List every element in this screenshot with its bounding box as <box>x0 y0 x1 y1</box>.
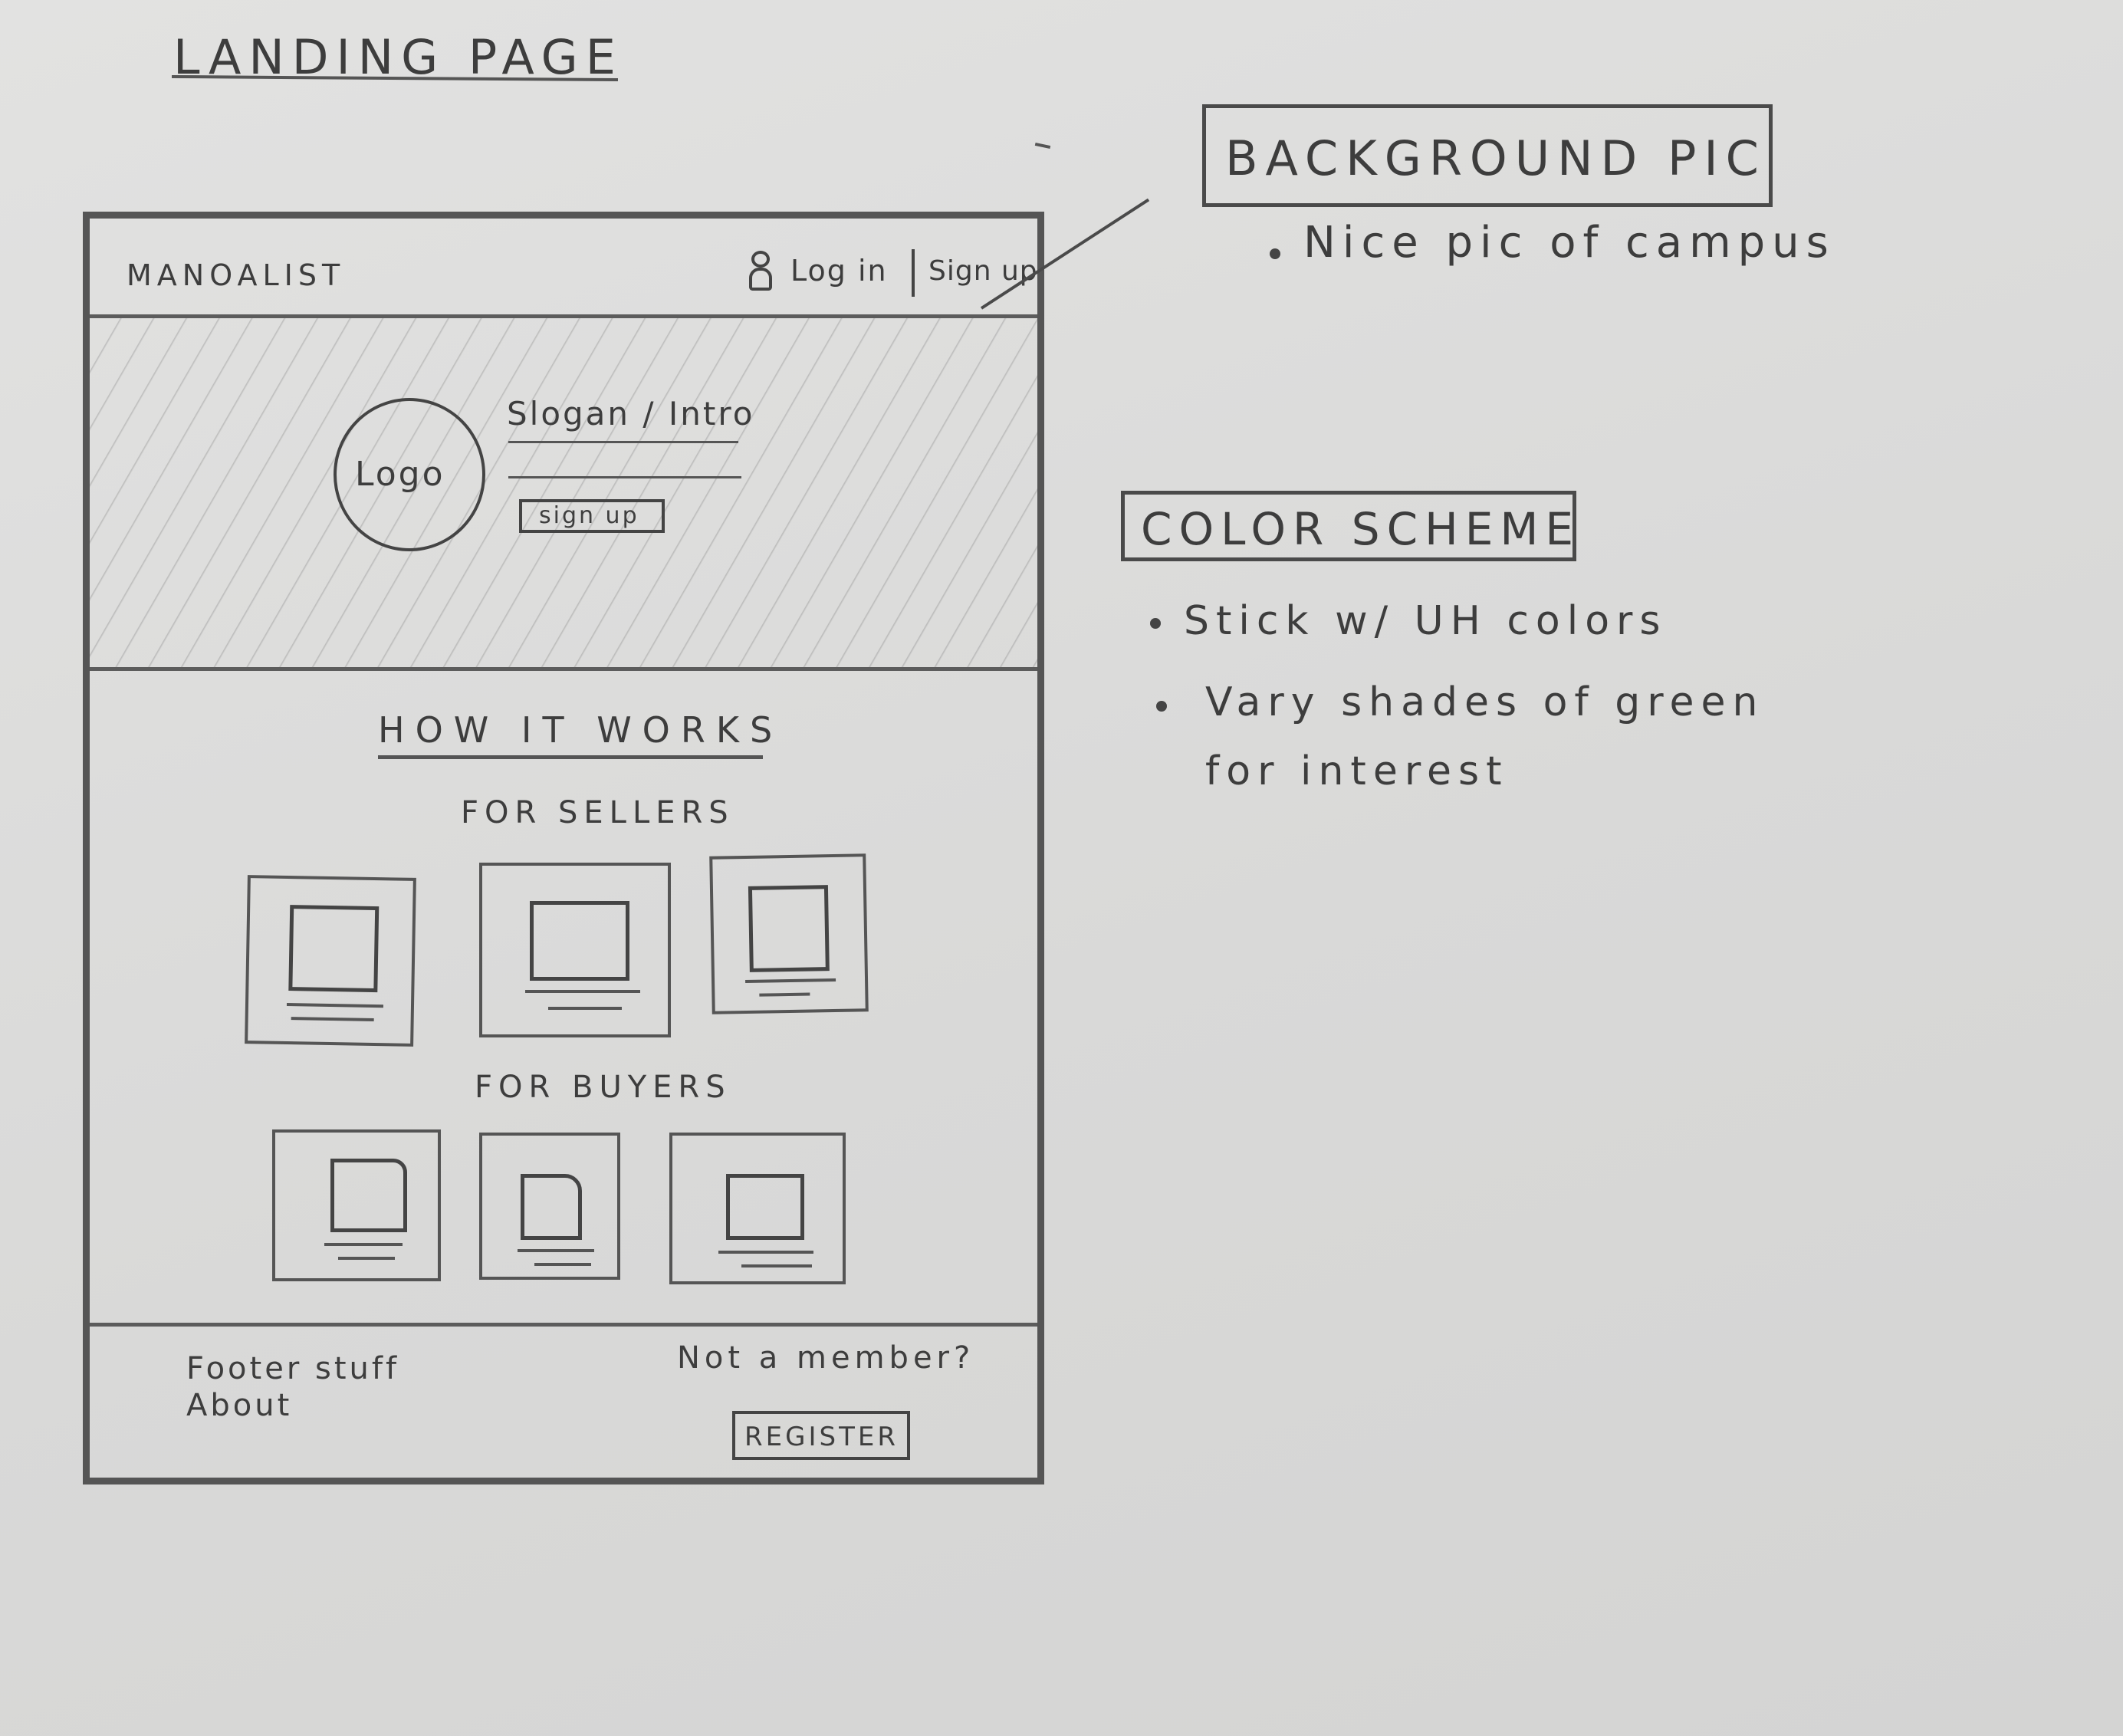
wireframe-navbar: MANOALIST Log in Sign up <box>90 219 1037 318</box>
card-image-placeholder <box>530 901 629 981</box>
seller-step-card <box>245 875 416 1047</box>
how-it-works-underline <box>378 755 763 759</box>
buyer-step-card <box>479 1133 620 1280</box>
user-icon-body <box>749 268 772 291</box>
color-scheme-note-title: COLOR SCHEME <box>1141 503 1581 555</box>
bullet-dot <box>1270 248 1280 259</box>
logo-label: Logo <box>355 455 445 494</box>
brand-name[interactable]: MANOALIST <box>127 258 346 292</box>
card-text-line <box>338 1257 395 1260</box>
buyer-step-card <box>272 1129 441 1281</box>
color-scheme-note-bullet: Vary shades of green <box>1205 679 1765 725</box>
color-scheme-note-box <box>1121 491 1576 561</box>
card-text-line <box>518 1249 594 1252</box>
card-text-line <box>741 1264 812 1267</box>
intro-text-line <box>508 476 741 478</box>
bullet-dot <box>1150 618 1161 629</box>
card-text-line <box>291 1017 374 1022</box>
card-image-placeholder <box>748 885 830 972</box>
wireframe-footer: Footer stuff About Not a member? REGISTE… <box>90 1323 1037 1491</box>
not-member-prompt: Not a member? <box>677 1340 975 1376</box>
bullet-dot <box>1156 701 1167 712</box>
wireframe-frame: MANOALIST Log in Sign up Logo Slogan / I… <box>83 212 1044 1484</box>
card-image-placeholder <box>330 1159 407 1232</box>
footer-stuff-text: Footer stuff <box>186 1351 400 1386</box>
hero-signup-button[interactable]: sign up <box>519 499 665 533</box>
slogan-text: Slogan / Intro <box>507 395 755 432</box>
buyer-step-card <box>669 1133 846 1284</box>
card-text-line <box>534 1263 591 1266</box>
card-text-line <box>718 1251 813 1254</box>
nav-divider <box>912 249 915 297</box>
card-text-line <box>548 1007 622 1010</box>
hero-section: Logo Slogan / Intro sign up <box>90 318 1037 671</box>
seller-step-card <box>709 853 869 1014</box>
seller-step-card <box>479 863 671 1037</box>
card-text-line <box>286 1003 384 1008</box>
background-pic-note-title: BACKGROUND PIC <box>1225 130 1766 186</box>
user-icon-head <box>751 251 770 268</box>
hero-signup-label: sign up <box>539 502 639 529</box>
user-icon[interactable] <box>749 251 772 292</box>
card-image-placeholder <box>288 905 380 993</box>
card-text-line <box>745 978 836 984</box>
color-scheme-note-bullet-continued: for interest <box>1205 748 1509 794</box>
card-text-line <box>759 992 810 997</box>
logo-circle <box>334 398 485 551</box>
slogan-underline <box>508 441 738 443</box>
background-pic-note-bullet: Nice pic of campus <box>1303 218 1835 268</box>
card-image-placeholder <box>521 1174 582 1240</box>
card-text-line <box>324 1243 403 1246</box>
color-scheme-note-bullet: Stick w/ UH colors <box>1184 598 1668 644</box>
background-pic-note-box <box>1202 104 1773 207</box>
register-button-label: REGISTER <box>744 1422 899 1452</box>
card-text-line <box>525 990 640 993</box>
login-link[interactable]: Log in <box>790 254 888 288</box>
how-it-works-title: HOW IT WORKS <box>378 709 784 751</box>
for-buyers-label: FOR BUYERS <box>475 1070 731 1105</box>
footer-about-link[interactable]: About <box>186 1388 293 1423</box>
card-image-placeholder <box>726 1174 804 1240</box>
for-sellers-label: FOR SELLERS <box>461 795 735 830</box>
register-button[interactable]: REGISTER <box>732 1411 910 1460</box>
